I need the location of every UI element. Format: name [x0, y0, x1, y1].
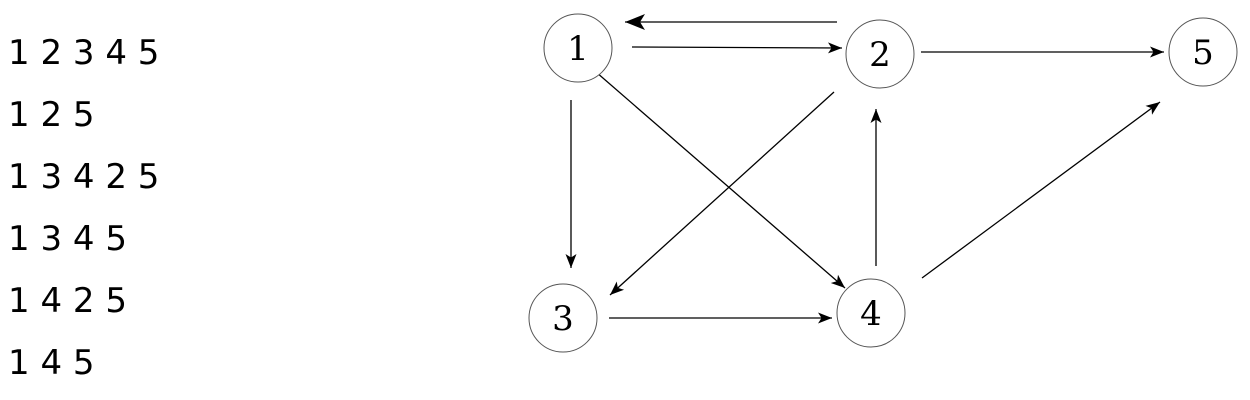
node-circle	[836, 278, 906, 348]
node-circle	[528, 283, 598, 353]
node-circle	[543, 13, 613, 83]
node-label: 2	[869, 35, 891, 75]
path-item: 1 4 5	[8, 343, 95, 383]
path-item: 1 2 3 4 5	[8, 33, 160, 73]
arrowhead-1-to-4	[830, 274, 845, 288]
edges-layer	[565, 14, 1164, 324]
arrowhead-2-to-1	[625, 14, 645, 30]
graph-node-3: 3	[528, 283, 598, 353]
edge-1-to-4	[595, 71, 846, 289]
node-circle	[1168, 17, 1238, 87]
graph-node-4: 4	[836, 278, 906, 348]
graph-node-2: 2	[845, 19, 915, 89]
path-item: 1 4 2 5	[8, 281, 127, 321]
node-label: 4	[860, 294, 882, 334]
path-item: 1 3 4 2 5	[8, 157, 160, 197]
arrowhead-1-to-2	[828, 42, 842, 54]
node-circle	[845, 19, 915, 89]
node-label: 1	[567, 29, 589, 69]
arrowhead-4-to-2	[870, 109, 882, 123]
arrowhead-2-to-3	[610, 281, 625, 295]
graph-node-1: 1	[543, 13, 613, 83]
arrowhead-3-to-4	[818, 312, 832, 324]
arrowhead-2-to-5	[1150, 46, 1164, 58]
paths-list: 1 2 3 4 5 1 2 5 1 3 4 2 5 1 3 4 5 1 4 2 …	[8, 22, 159, 394]
nodes-layer: 1 2 3 4 5	[528, 13, 1238, 353]
arrowhead-4-to-5	[1145, 102, 1160, 115]
edge-4-to-5	[921, 101, 1161, 279]
path-item: 1 2 5	[8, 95, 95, 135]
edge-2-to-3	[609, 91, 835, 296]
node-label: 5	[1192, 33, 1214, 73]
graph-node-5: 5	[1168, 17, 1238, 87]
edge-1-to-2	[631, 46, 843, 49]
node-label: 3	[552, 299, 574, 339]
arrowhead-1-to-3	[565, 254, 577, 268]
path-item: 1 3 4 5	[8, 219, 127, 259]
